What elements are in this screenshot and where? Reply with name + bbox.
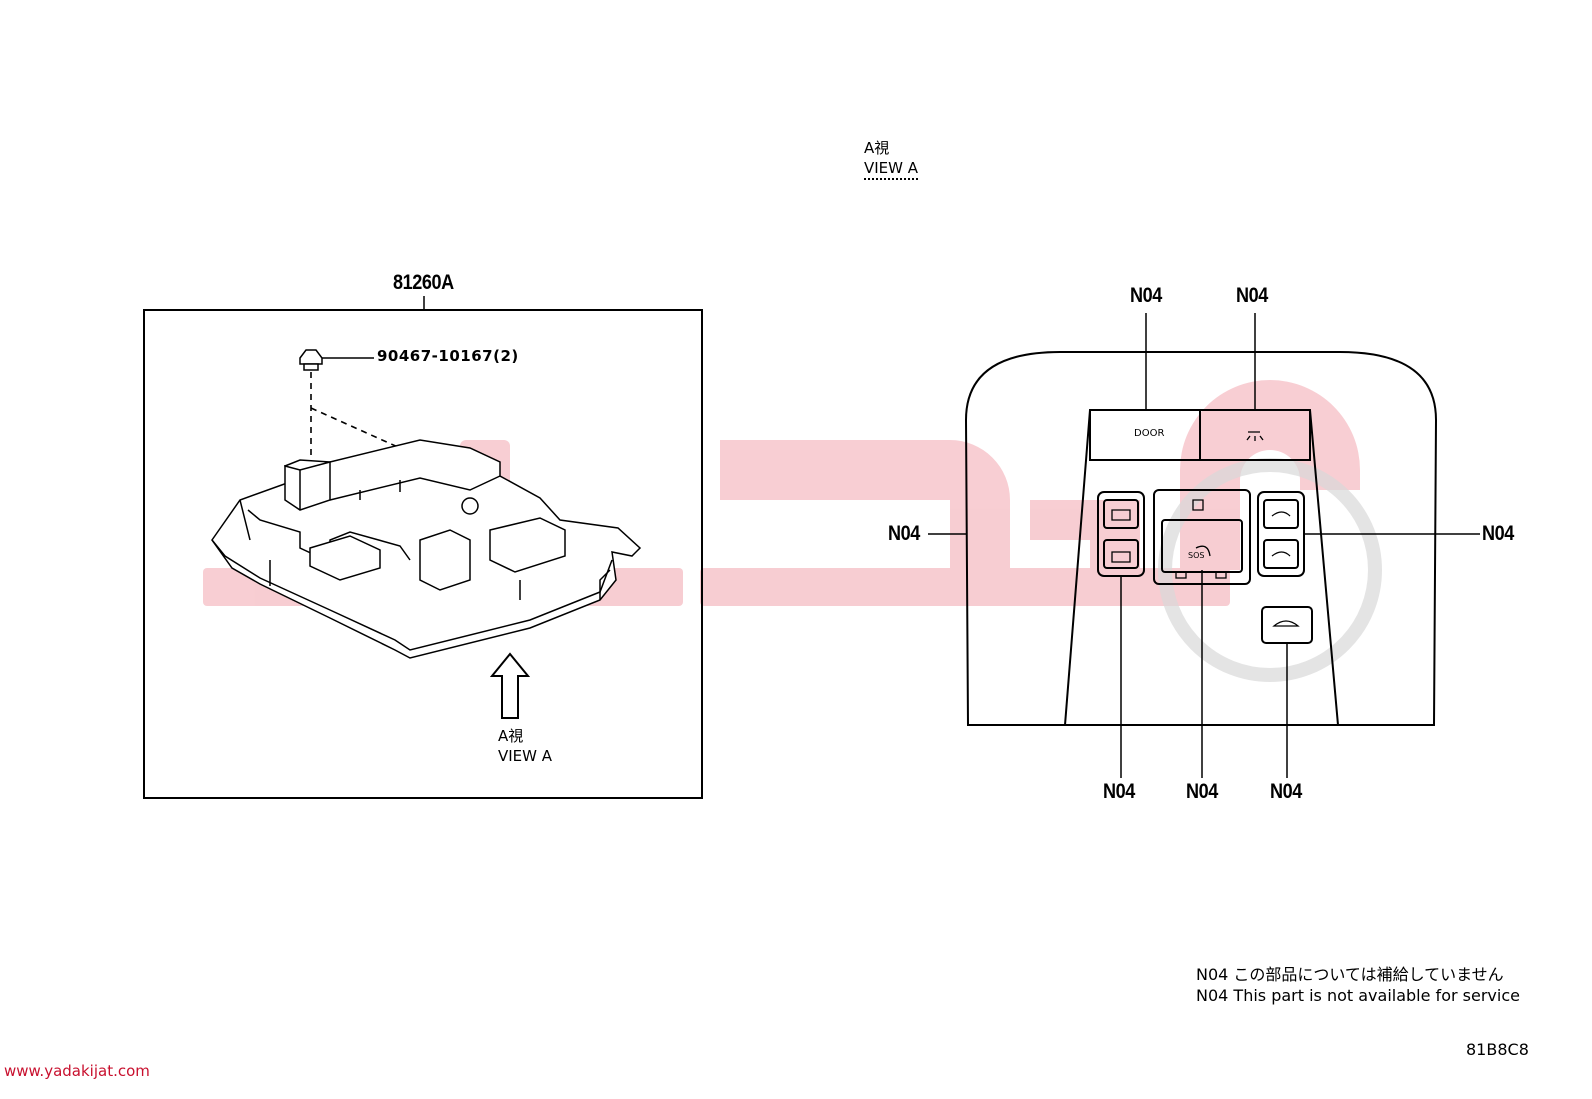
right-view-label-en: VIEW A [864,159,919,180]
note-japanese: N04 この部品については補給していません [1196,965,1504,984]
assembly-part-number: 81260A [393,271,454,294]
callout-n04-bottom-center: N04 [1186,780,1218,803]
watermark-url: www.yadakijat.com [4,1062,150,1080]
note-english: N04 This part is not available for servi… [1196,986,1520,1005]
right-view-label-jp: A視 [864,139,890,157]
callout-n04-top-left: N04 [1130,284,1162,307]
console-housing [211,439,642,659]
clip-part-number: 90467-10167(2) [377,347,519,365]
callout-n04-left: N04 [888,522,920,545]
sos-button-label: SOS [1188,551,1205,560]
clip-part [299,349,374,371]
left-view-label-en: VIEW A [498,747,553,765]
left-view-label-jp: A視 [498,727,524,745]
callout-n04-bottom-left: N04 [1103,780,1135,803]
callout-n04-right: N04 [1482,522,1514,545]
callout-n04-bottom-right: N04 [1270,780,1302,803]
view-arrow [489,652,531,719]
figure-code: 81B8C8 [1466,1040,1529,1059]
door-button-label: DOOR [1134,428,1165,439]
callout-n04-top-right: N04 [1236,284,1268,307]
